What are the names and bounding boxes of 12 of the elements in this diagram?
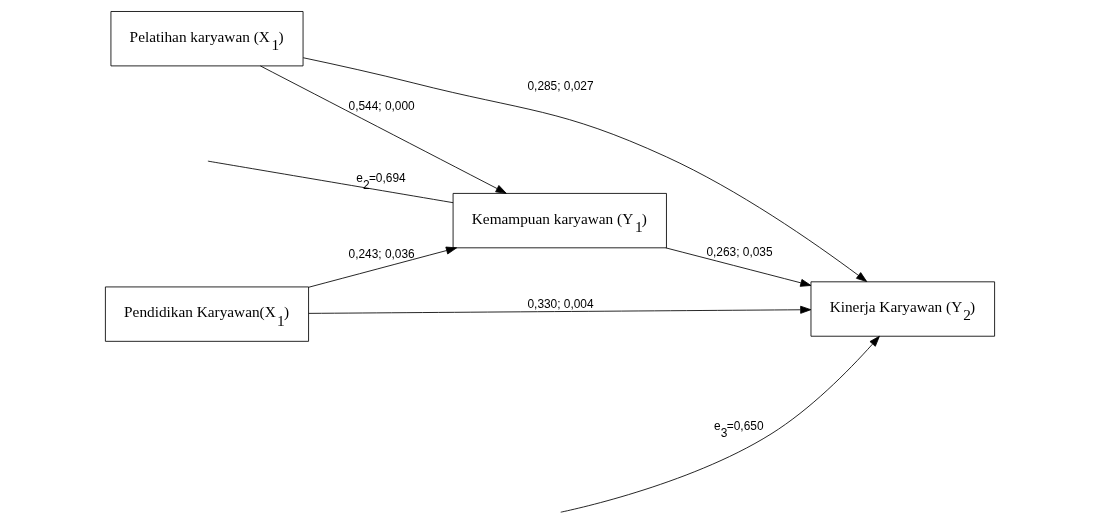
edge-label: 0,285; 0,027 — [526, 78, 594, 93]
arrow — [307, 305, 811, 314]
arrow — [559, 335, 880, 513]
edge-label: 0,243; 0,036 — [348, 247, 415, 262]
edge-label: 0,544; 0,000 — [348, 99, 415, 114]
edge-label: 0,330; 0,004 — [526, 296, 594, 311]
arrow — [302, 57, 867, 282]
arrow — [259, 65, 507, 194]
arrow — [664, 247, 811, 287]
edge-label: 0,263; 0,035 — [705, 244, 773, 259]
arrow — [307, 246, 457, 288]
connector — [206, 160, 453, 204]
